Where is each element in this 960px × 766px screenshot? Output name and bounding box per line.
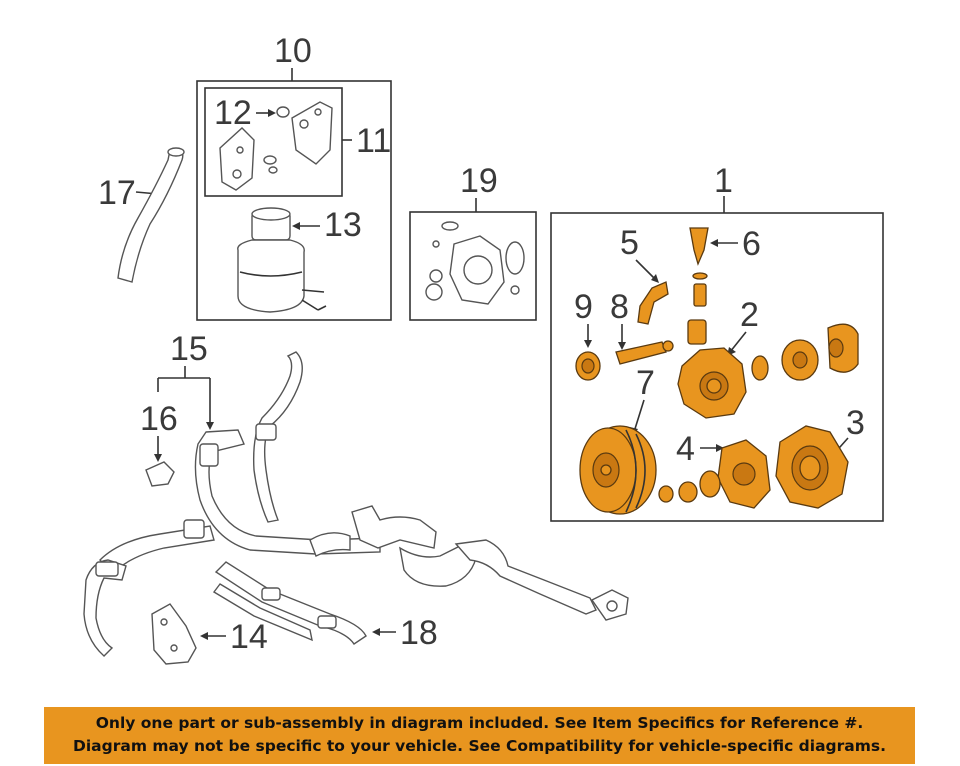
callout-7: 7 — [636, 364, 655, 402]
part-15-hose-assembly — [83, 351, 629, 657]
callout-19: 19 — [460, 162, 498, 200]
part-7-pulley — [579, 399, 657, 515]
pump-assembly-box — [550, 196, 884, 522]
callout-15-leader — [157, 366, 214, 430]
callout-5: 5 — [620, 224, 639, 262]
callout-1: 1 — [714, 162, 733, 200]
part-8-shaft — [615, 324, 674, 365]
callout-9: 9 — [574, 288, 593, 326]
part-9-bushing — [575, 324, 601, 381]
callout-15: 15 — [170, 330, 208, 368]
callout-3: 3 — [846, 404, 865, 442]
callout-4: 4 — [676, 430, 695, 468]
callout-2: 2 — [740, 296, 759, 334]
reservoir-group-box — [196, 68, 392, 321]
part-16-clamp — [145, 436, 175, 487]
callout-18: 18 — [400, 614, 438, 652]
part-6-valve — [689, 227, 738, 307]
part-2-pump-body — [677, 319, 859, 419]
callout-8: 8 — [610, 288, 629, 326]
gasket-kit-box — [409, 198, 537, 321]
callout-13: 13 — [324, 206, 362, 244]
part-19-gaskets — [425, 221, 525, 305]
callout-17: 17 — [98, 174, 136, 212]
disclaimer-line-1: Only one part or sub-assembly in diagram… — [95, 714, 864, 732]
part-12-cap — [256, 106, 290, 118]
part-17-hose — [117, 147, 185, 283]
part-4-cover — [658, 439, 771, 509]
disclaimer-line-2: Diagram may not be specific to your vehi… — [72, 737, 887, 755]
callout-11: 11 — [356, 122, 391, 160]
callout-10: 10 — [274, 32, 312, 70]
disclaimer-banner: Only one part or sub-assembly in diagram… — [44, 707, 915, 764]
callout-14: 14 — [230, 618, 268, 656]
part-11-bracket — [219, 101, 333, 191]
part-14-bracket — [151, 603, 226, 665]
part-13-reservoir — [237, 207, 327, 313]
callout-6: 6 — [742, 225, 761, 263]
part-5-fitting — [635, 259, 669, 325]
callout-16: 16 — [140, 400, 178, 438]
callout-12: 12 — [214, 94, 252, 132]
part-3-housing — [775, 425, 849, 509]
part-18-return-hose — [212, 561, 396, 645]
